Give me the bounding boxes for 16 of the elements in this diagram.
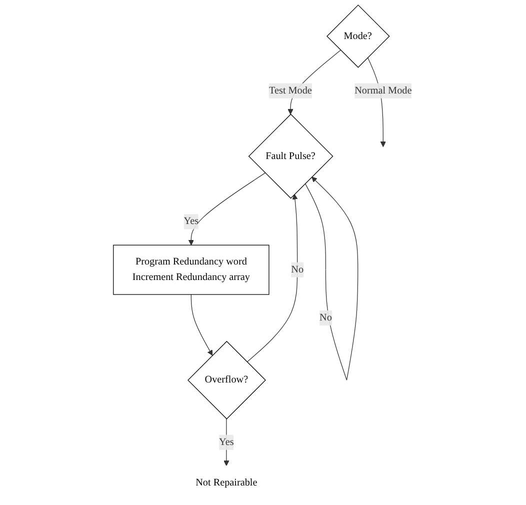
edge-label: Normal Mode bbox=[355, 85, 412, 96]
arrow bbox=[191, 294, 214, 356]
node-diamond: Fault Pulse? bbox=[248, 114, 334, 199]
node-box: Program Redundancy word Increment Redundancy array bbox=[114, 244, 270, 295]
edge-label: No bbox=[320, 312, 332, 324]
arrow bbox=[224, 418, 230, 466]
edge-label: Yes bbox=[184, 216, 200, 227]
edge-label: Yes bbox=[220, 436, 234, 448]
edge-label: No bbox=[292, 264, 304, 275]
arrow bbox=[188, 172, 266, 246]
arrow bbox=[305, 176, 359, 380]
arrow bbox=[247, 194, 298, 362]
node-text: Not Repairable bbox=[196, 477, 258, 488]
node-diamond: Mode? bbox=[327, 4, 390, 68]
node-diamond: Overflow? bbox=[188, 340, 266, 420]
edge-label: Test Mode bbox=[269, 85, 312, 96]
